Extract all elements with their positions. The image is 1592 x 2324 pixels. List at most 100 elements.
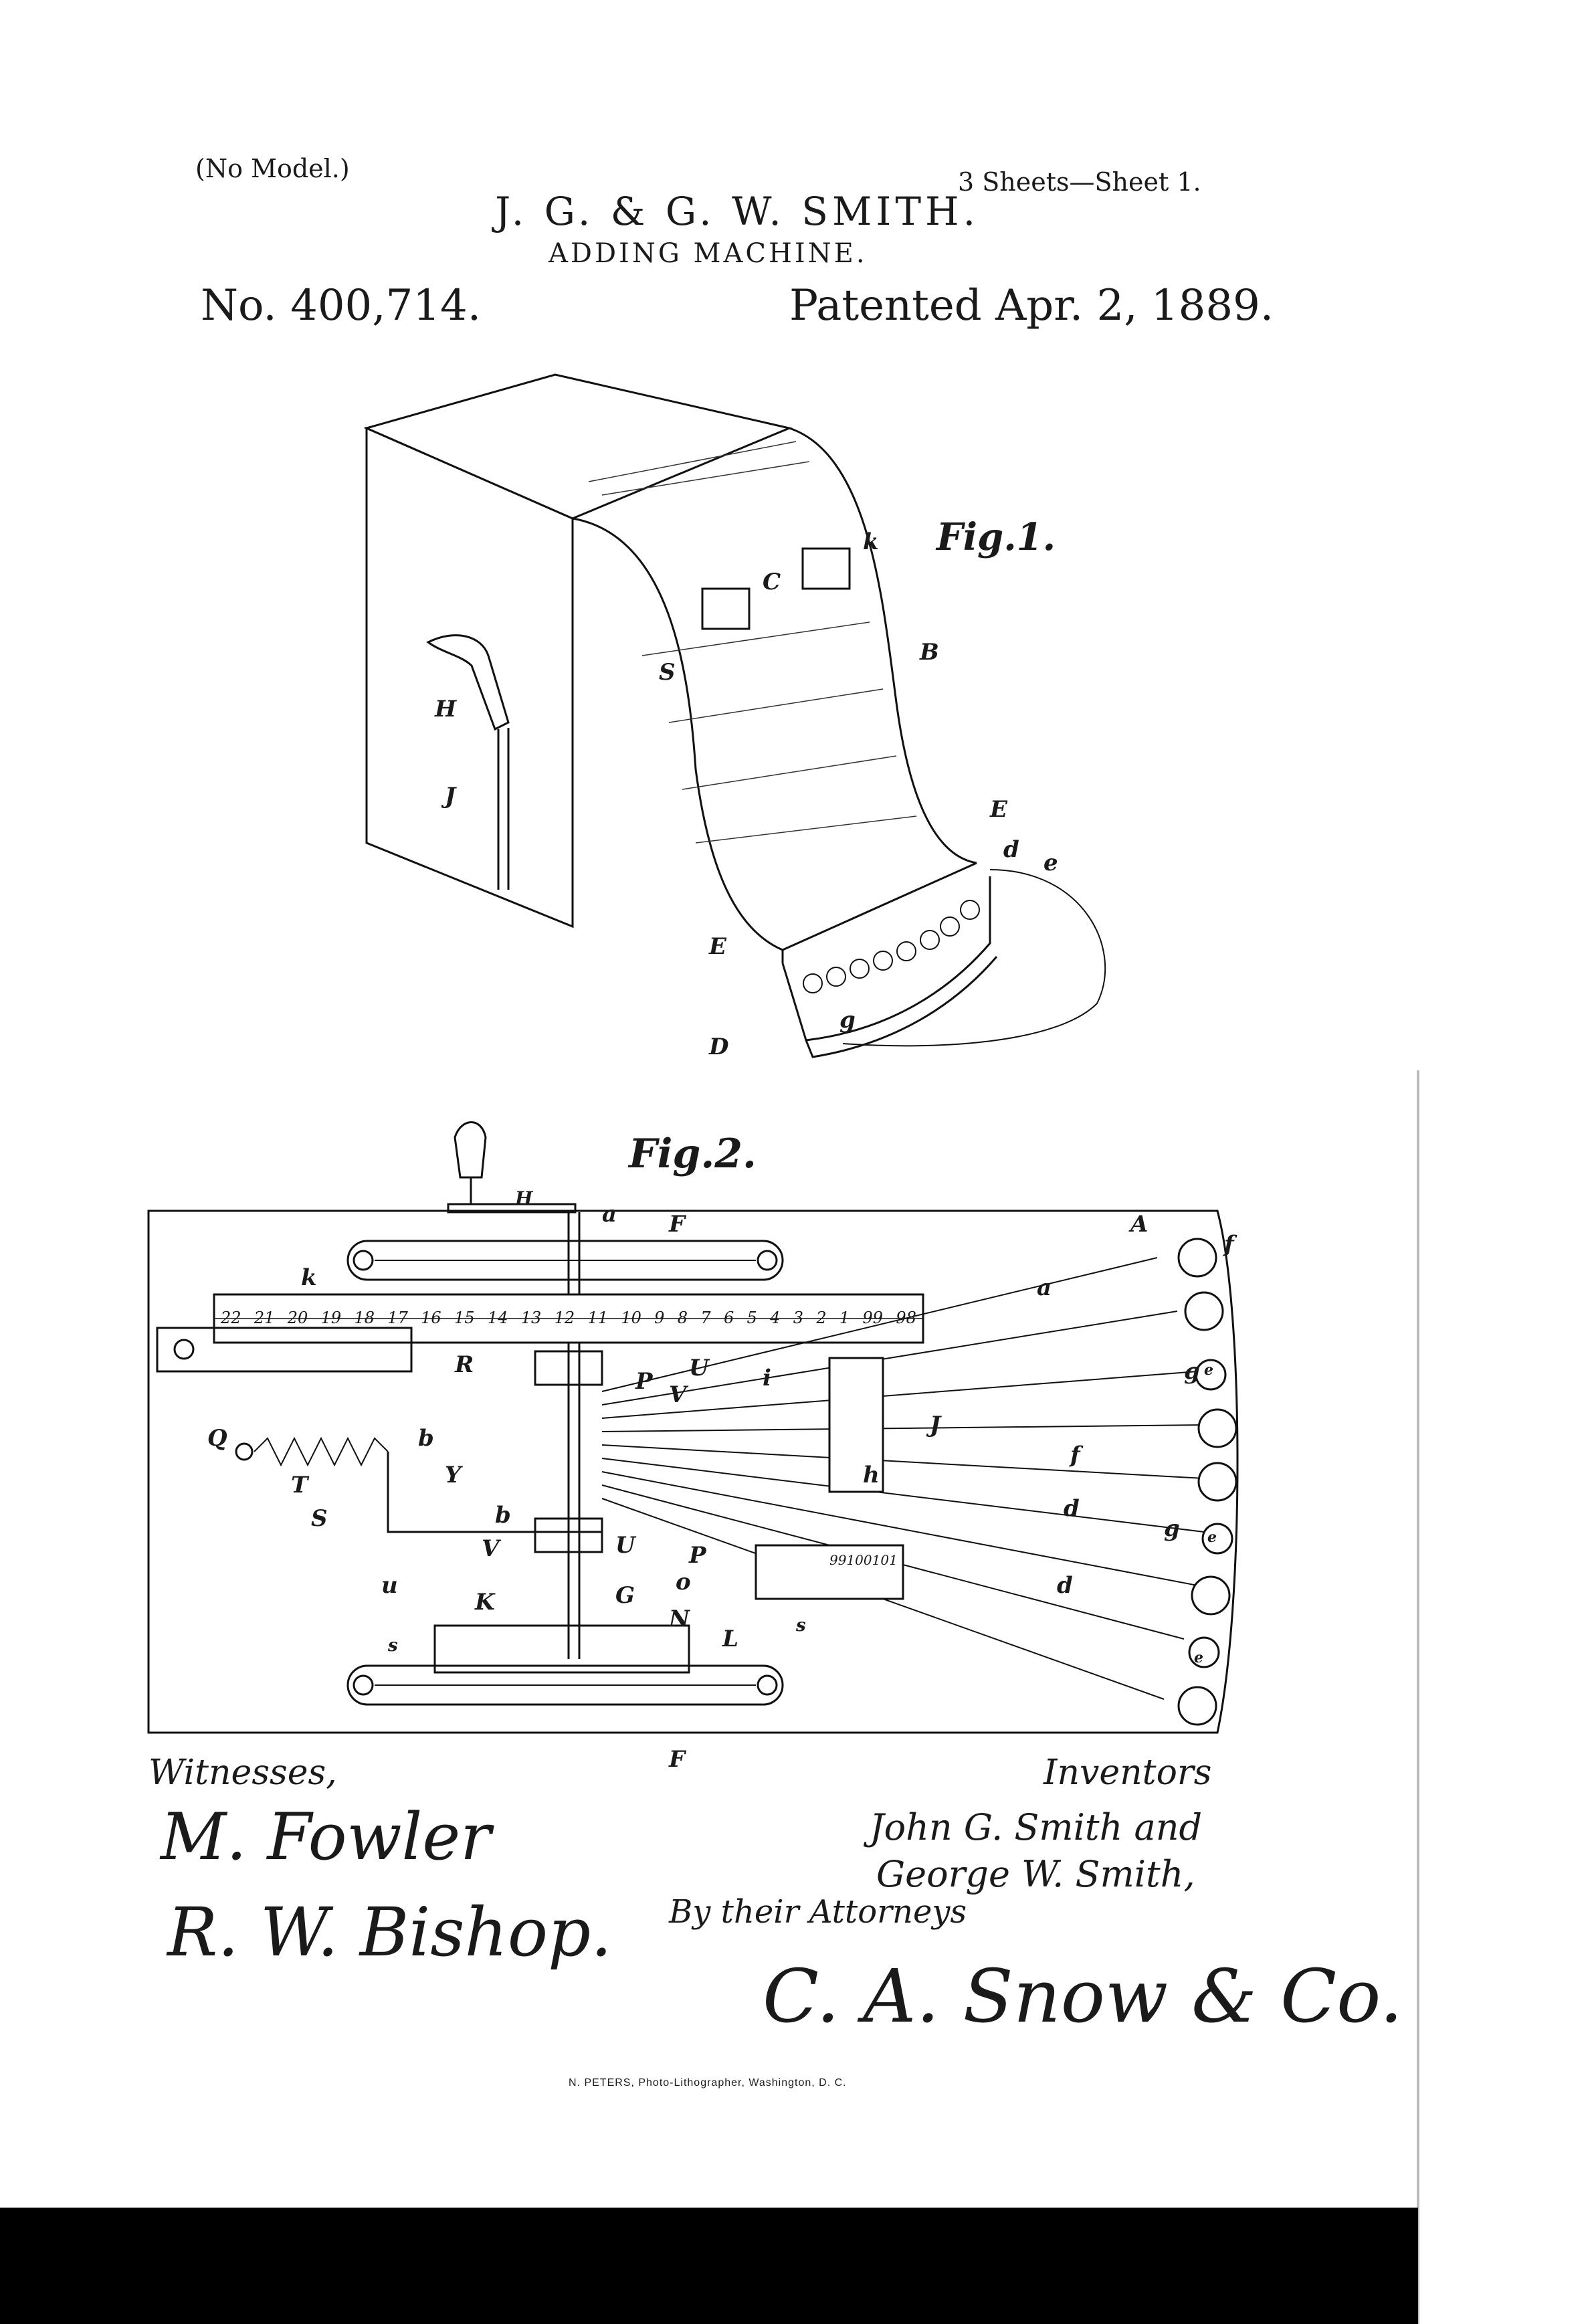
fig2-label: S [311, 1505, 328, 1532]
fig2-title: Fig.2. [629, 1131, 757, 1177]
fig2-label: e [1207, 1529, 1217, 1546]
inventor-names-2: George W. Smith, [876, 1853, 1195, 1895]
scale-number: 6 [723, 1309, 734, 1327]
fig2-label: u [381, 1572, 398, 1599]
fig2-label: K [475, 1589, 495, 1616]
lower-scale-numbers: 99 100 101 [829, 1552, 898, 1592]
fig2-label: Q [207, 1425, 227, 1452]
fig2-label: g [1164, 1515, 1180, 1542]
scale-number: 4 [770, 1309, 781, 1327]
fig2-label: R [455, 1351, 474, 1378]
fig2-label: b [495, 1502, 511, 1529]
inventors-label: Inventors [1043, 1753, 1212, 1793]
scale-numbers: 22 21 20 19 18 17 16 15 14 13 12 11 10 9… [221, 1298, 916, 1338]
fig1-label-h: H [435, 696, 457, 722]
fig2-label: g [1184, 1358, 1200, 1385]
fig2-label: d [1064, 1495, 1080, 1522]
fig2-label: N [669, 1606, 690, 1632]
fig2-label: Y [445, 1462, 462, 1488]
scale-number: 9 [654, 1309, 665, 1327]
fig2-label-a-cap: A [1130, 1211, 1149, 1238]
fig2-label: V [482, 1535, 500, 1562]
attorney-signature: C. A. Snow & Co. [763, 1953, 1403, 2039]
scale-number: 5 [747, 1309, 757, 1327]
scale-number: 99 [829, 1552, 847, 1568]
fig1-label-d: d [1003, 836, 1019, 863]
witness-signature-1: M. Fowler [161, 1800, 492, 1874]
fig2-label-a: a [602, 1201, 617, 1228]
inventors-title: J. G. & G. W. SMITH. [495, 189, 980, 234]
page-edge [1417, 1070, 1419, 2324]
fig2-label: G [615, 1582, 635, 1609]
scale-number: 99 [862, 1309, 884, 1327]
fig2-label-f-top: F [669, 1211, 686, 1238]
fig2-label: s [796, 1616, 806, 1636]
fig1-label-d-base: D [709, 1034, 729, 1060]
scale-number: 14 [487, 1309, 508, 1327]
scale-number: 8 [677, 1309, 688, 1327]
scale-number: 19 [320, 1309, 342, 1327]
inventor-names: John G. Smith and [870, 1806, 1203, 1848]
fig1-label-k: k [863, 528, 879, 555]
model-note: (No Model.) [195, 154, 350, 183]
fig2-label: P [689, 1542, 706, 1569]
scale-number: 101 [872, 1552, 898, 1568]
sheet-count: 3 Sheets—Sheet 1. [958, 167, 1201, 197]
fig2-label-a-rod: a [1037, 1274, 1052, 1301]
fig2-label: J [930, 1412, 941, 1438]
scale-number: 11 [587, 1309, 608, 1327]
fig2-label-k: k [301, 1264, 317, 1291]
fig2-label: e [1194, 1649, 1203, 1666]
fig2-label: V [669, 1381, 687, 1408]
fig2-label: s [388, 1636, 398, 1656]
scale-number: 13 [520, 1309, 542, 1327]
fig2-label: f [1070, 1442, 1080, 1468]
scale-number: 98 [896, 1309, 916, 1327]
fig2-label-h: H [515, 1187, 533, 1209]
scan-bottom-bar [0, 2208, 1418, 2324]
fig1-label-j: J [445, 783, 456, 809]
fig2-label: U [689, 1355, 709, 1381]
scale-number: 20 [287, 1309, 308, 1327]
fig2-label: e [1204, 1361, 1213, 1379]
fig2-label: d [1057, 1572, 1073, 1599]
printer-credit: N. PETERS, Photo-Lithographer, Washingto… [569, 2077, 847, 2089]
fig1-label-e: e [1043, 850, 1058, 876]
fig2-label: L [722, 1626, 738, 1652]
scale-number: 1 [839, 1309, 850, 1327]
invention-title: ADDING MACHINE. [549, 238, 868, 269]
scale-number: 7 [700, 1309, 711, 1327]
fig1-label-e-top: E [990, 796, 1007, 823]
fig2-label: h [863, 1462, 880, 1488]
fig1-title: Fig.1. [936, 515, 1056, 559]
patent-date: Patented Apr. 2, 1889. [789, 281, 1274, 330]
witness-signature-2: R. W. Bishop. [167, 1893, 612, 1971]
fig2-label: T [291, 1472, 308, 1498]
fig1-label-b: B [920, 639, 939, 666]
scale-number: 21 [254, 1309, 275, 1327]
scale-number: 12 [554, 1309, 575, 1327]
scale-number: 16 [421, 1309, 441, 1327]
scale-number: 2 [816, 1309, 827, 1327]
fig1-label-e-left: E [709, 933, 726, 960]
fig2-label: i [763, 1365, 771, 1391]
patent-number: No. 400,714. [201, 281, 482, 330]
witnesses-label: Witnesses, [148, 1753, 337, 1793]
fig2-label: o [676, 1569, 691, 1595]
fig1-label-g: g [839, 1007, 856, 1034]
fig1-label-s: S [659, 659, 676, 686]
by-attorneys: By their Attorneys [669, 1893, 967, 1931]
fig2-label: P [635, 1368, 653, 1395]
fig2-label-f: f [1224, 1231, 1234, 1258]
fig2-label: b [418, 1425, 434, 1452]
fig1-label-c: C [763, 569, 781, 595]
scale-number: 100 [846, 1552, 872, 1568]
scale-number: 15 [454, 1309, 475, 1327]
scale-number: 17 [387, 1309, 408, 1327]
fig2-label: U [615, 1532, 635, 1559]
scale-number: 10 [621, 1309, 641, 1327]
scale-number: 22 [221, 1309, 241, 1327]
scale-number: 3 [793, 1309, 804, 1327]
